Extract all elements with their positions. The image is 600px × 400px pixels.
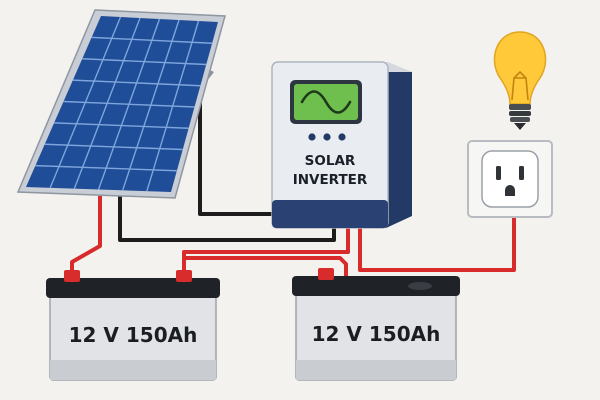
wires <box>70 90 516 286</box>
battery-2: 12 V 150Ah <box>292 268 460 381</box>
inverter-button-2 <box>323 133 331 141</box>
inverter-outlet-red-wire <box>358 218 516 272</box>
inverter-side <box>386 62 412 228</box>
inverter-button-3 <box>338 133 346 141</box>
inverter-label-line2: INVERTER <box>293 172 368 188</box>
panel-grid-row-line <box>91 36 213 44</box>
outlet-slot-right <box>519 166 524 180</box>
battery-2-body-shade <box>296 360 456 380</box>
panel-grid <box>35 16 213 192</box>
light-bulb <box>493 31 547 130</box>
bulb-base-ring-2 <box>510 117 530 122</box>
battery-2-label: 12 V 150Ah <box>312 322 441 346</box>
battery-1-top <box>46 278 220 298</box>
inverter-base <box>272 200 388 228</box>
panel-grid-row-line <box>63 100 195 108</box>
battery-2-top <box>292 276 460 296</box>
outlet-face <box>481 150 539 208</box>
solar-panel <box>16 9 226 199</box>
panel-battery-red-wire <box>70 196 102 274</box>
inverter-battery1-red-wire <box>182 226 350 272</box>
bulb-base-ring-1 <box>509 111 531 116</box>
outlet-ground-hole <box>505 185 515 196</box>
battery-1-terminal-negative <box>176 270 192 282</box>
panel-grid-row-line <box>54 122 189 129</box>
panel-grid-row-line <box>82 58 207 66</box>
battery-inverter-black-wire <box>118 196 336 242</box>
panel-grid-row-line <box>44 143 183 151</box>
solar-inverter: SOLAR INVERTER <box>271 61 412 229</box>
battery-1-terminal-positive <box>64 270 80 282</box>
inverter-button-1 <box>308 133 316 141</box>
panel-grid-row-line <box>72 79 201 87</box>
outlet-slot-left <box>496 166 501 180</box>
bulb-base <box>509 104 531 110</box>
battery-2-terminal-positive <box>318 268 334 280</box>
battery-1: 12 V 150Ah <box>46 270 220 381</box>
bulb-tip <box>514 123 526 130</box>
sine-wave-icon <box>300 90 352 114</box>
bulb-filament <box>511 71 529 101</box>
bulb-glass <box>493 31 547 105</box>
wall-outlet <box>467 140 553 218</box>
panel-inverter-black-wire <box>198 90 278 216</box>
panel-grid-row-line <box>35 164 177 172</box>
inverter-label-line1: SOLAR <box>305 153 356 169</box>
battery-1-label: 12 V 150Ah <box>69 323 198 347</box>
battery-1-body-shade <box>50 360 216 380</box>
battery-2-vent-cap <box>408 282 432 290</box>
